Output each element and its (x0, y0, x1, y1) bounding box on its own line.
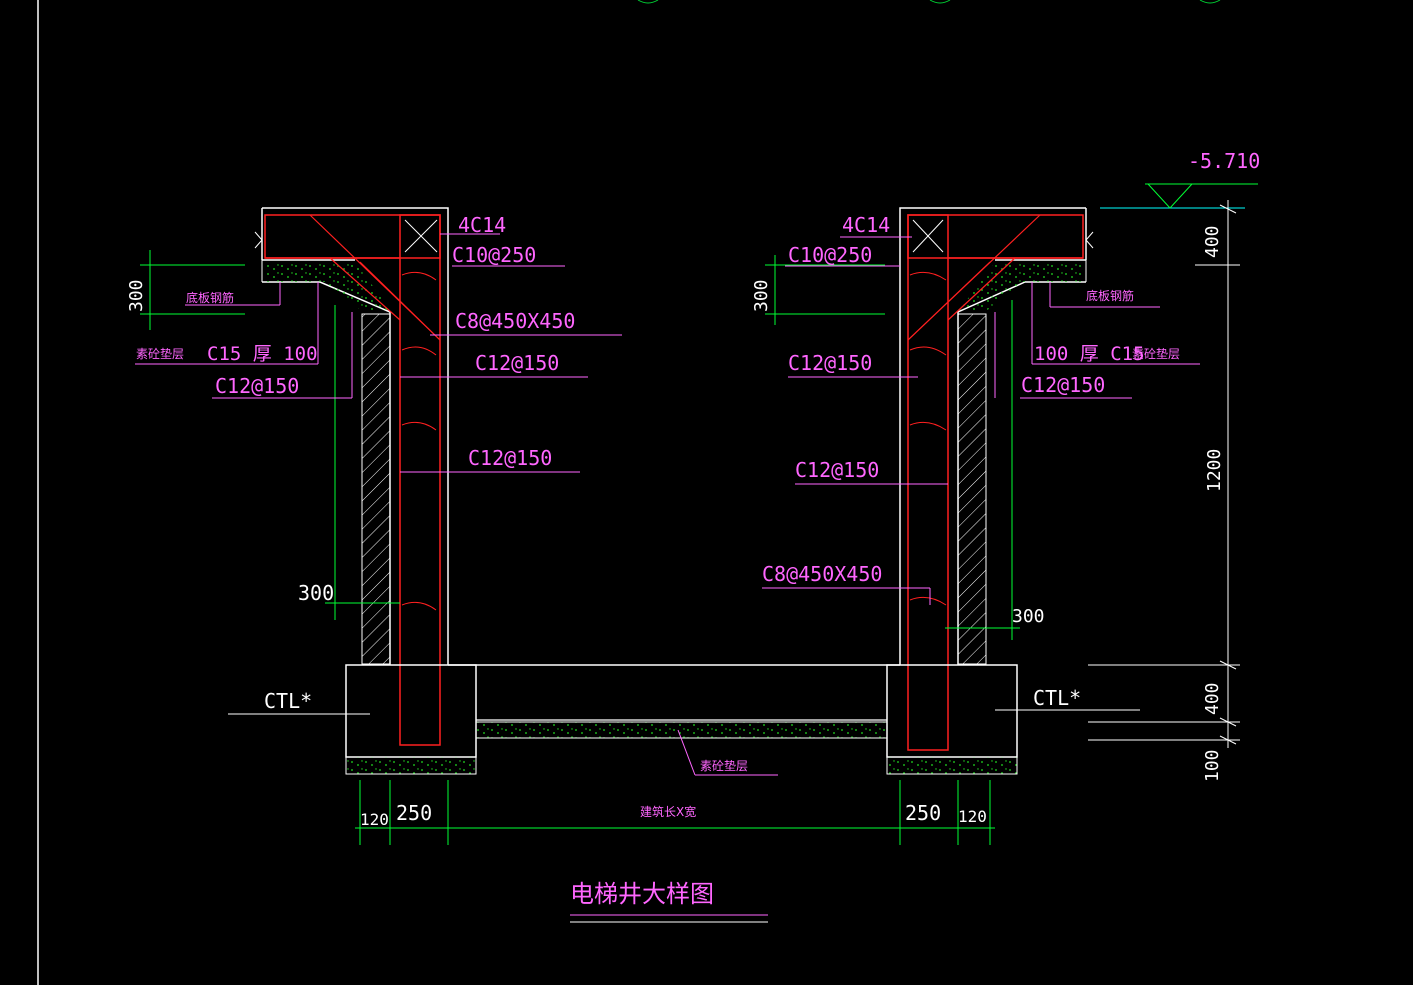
right-cushion-label: 素砼垫层 (1132, 346, 1180, 361)
left-haunch-bar-label: C12@150 (215, 374, 299, 398)
dim-right-1200: 1200 (1204, 449, 1225, 492)
dim-left-lower: 300 (298, 581, 334, 605)
left-cushion-spec-label: C15 厚 100 (207, 343, 318, 365)
left-top-bars-label: C10@250 (452, 243, 536, 267)
dim-right-100: 100 (1202, 749, 1223, 782)
pit-width-label: 建筑长X宽 (640, 804, 696, 819)
pit-floor (345, 664, 1018, 775)
right-wall-bar-2-label: C12@150 (795, 458, 879, 482)
dim-right-120: 120 (958, 807, 987, 826)
right-wall-bar-1-label: C12@150 (788, 351, 872, 375)
leader-lines (135, 233, 1200, 923)
right-haunch-bar-label: C12@150 (1021, 373, 1105, 397)
right-stirrup-label: C8@450X450 (762, 562, 882, 586)
left-stirrup-label: C8@450X450 (455, 309, 575, 333)
right-top-bars-label: C10@250 (788, 243, 872, 267)
left-bottom-rebar-label: 底板钢筋 (186, 290, 234, 305)
elevation-value: -5.710 (1188, 149, 1260, 173)
left-wall-bar-1-label: C12@150 (475, 351, 559, 375)
left-wall-section (254, 207, 449, 746)
drawing-title: 电梯井大样图 (570, 880, 714, 908)
dim-left-250: 250 (396, 801, 432, 825)
left-wall-bar-2-label: C12@150 (468, 446, 552, 470)
left-pile-label: CTL* (264, 689, 312, 713)
right-pile-label: CTL* (1033, 686, 1081, 710)
left-cushion-label: 素砼垫层 (136, 346, 184, 361)
right-cushion-spec-label: 100 厚 C15 (1034, 343, 1145, 365)
dim-right-lower: 300 (1012, 606, 1045, 627)
dim-left-120: 120 (360, 810, 389, 829)
right-bottom-rebar-label: 底板钢筋 (1086, 288, 1134, 303)
pit-cushion-label: 素砼垫层 (700, 758, 748, 773)
left-corner-bars-label: 4C14 (458, 213, 506, 237)
grid-bubble-top-1 (637, 0, 659, 4)
pile-leaders (228, 709, 1140, 715)
right-wall-section (899, 207, 1094, 751)
right-corner-bars-label: 4C14 (842, 213, 890, 237)
right-level-dimensions (1088, 200, 1240, 748)
grid-bubble-top-2 (929, 0, 951, 4)
dim-right-top: 300 (751, 279, 772, 312)
dim-right-250: 250 (905, 801, 941, 825)
elevation-marker (1145, 183, 1258, 209)
dim-right-400-bottom: 400 (1202, 682, 1223, 715)
dim-right-400-top: 400 (1202, 225, 1223, 258)
dimension-lines (140, 207, 1245, 845)
grid-bubble-top-3 (1199, 0, 1221, 4)
dim-left-top: 300 (126, 279, 147, 312)
